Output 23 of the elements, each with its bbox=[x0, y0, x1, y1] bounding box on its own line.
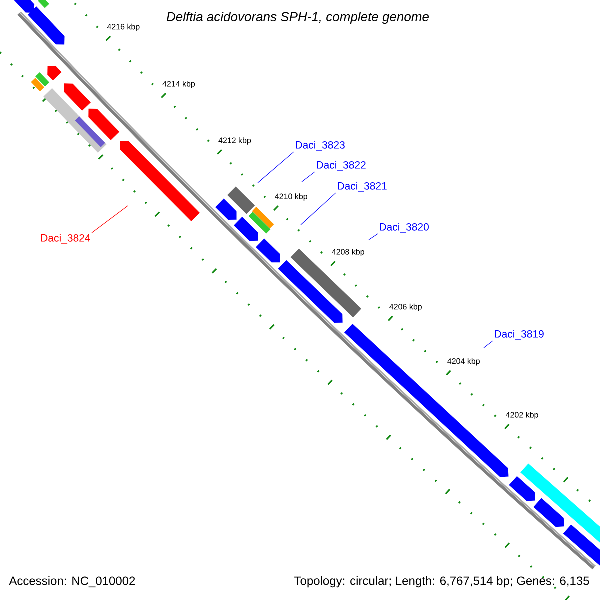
leader-line bbox=[92, 206, 128, 234]
gene-label: Daci_3823 bbox=[296, 141, 345, 151]
leader-line bbox=[258, 152, 294, 184]
gene-label: Daci_3821 bbox=[338, 182, 387, 192]
footer-text: Topology: circular; Length: 6,767,514 bp; Genes: 6,135 bbox=[294, 576, 590, 588]
tick-label: 4214 kbp bbox=[162, 80, 196, 88]
tick-label: 4216 kbp bbox=[107, 24, 140, 32]
leader-line bbox=[368, 234, 378, 240]
tick-label: 4202 kbp bbox=[506, 412, 538, 420]
tick-label: 4210 kbp bbox=[275, 194, 308, 202]
gene-label: Daci_3824 bbox=[41, 234, 90, 244]
gene-label: Daci_3820 bbox=[380, 223, 429, 233]
gene-label: Daci_3819 bbox=[495, 330, 544, 340]
footer-text: Accession: NC_010002 bbox=[9, 576, 136, 588]
title: Delftia acidovorans SPH-1, complete genome bbox=[166, 12, 429, 24]
tick-label: 4206 kbp bbox=[390, 304, 422, 312]
tick-label: 4212 kbp bbox=[218, 137, 252, 145]
leader-line bbox=[484, 340, 494, 348]
tick-label: 4208 kbp bbox=[332, 248, 364, 256]
leader-line bbox=[302, 172, 316, 182]
leader-line bbox=[300, 192, 336, 226]
gene-label: Daci_3822 bbox=[317, 161, 366, 171]
tick-label: 4204 kbp bbox=[448, 358, 480, 366]
